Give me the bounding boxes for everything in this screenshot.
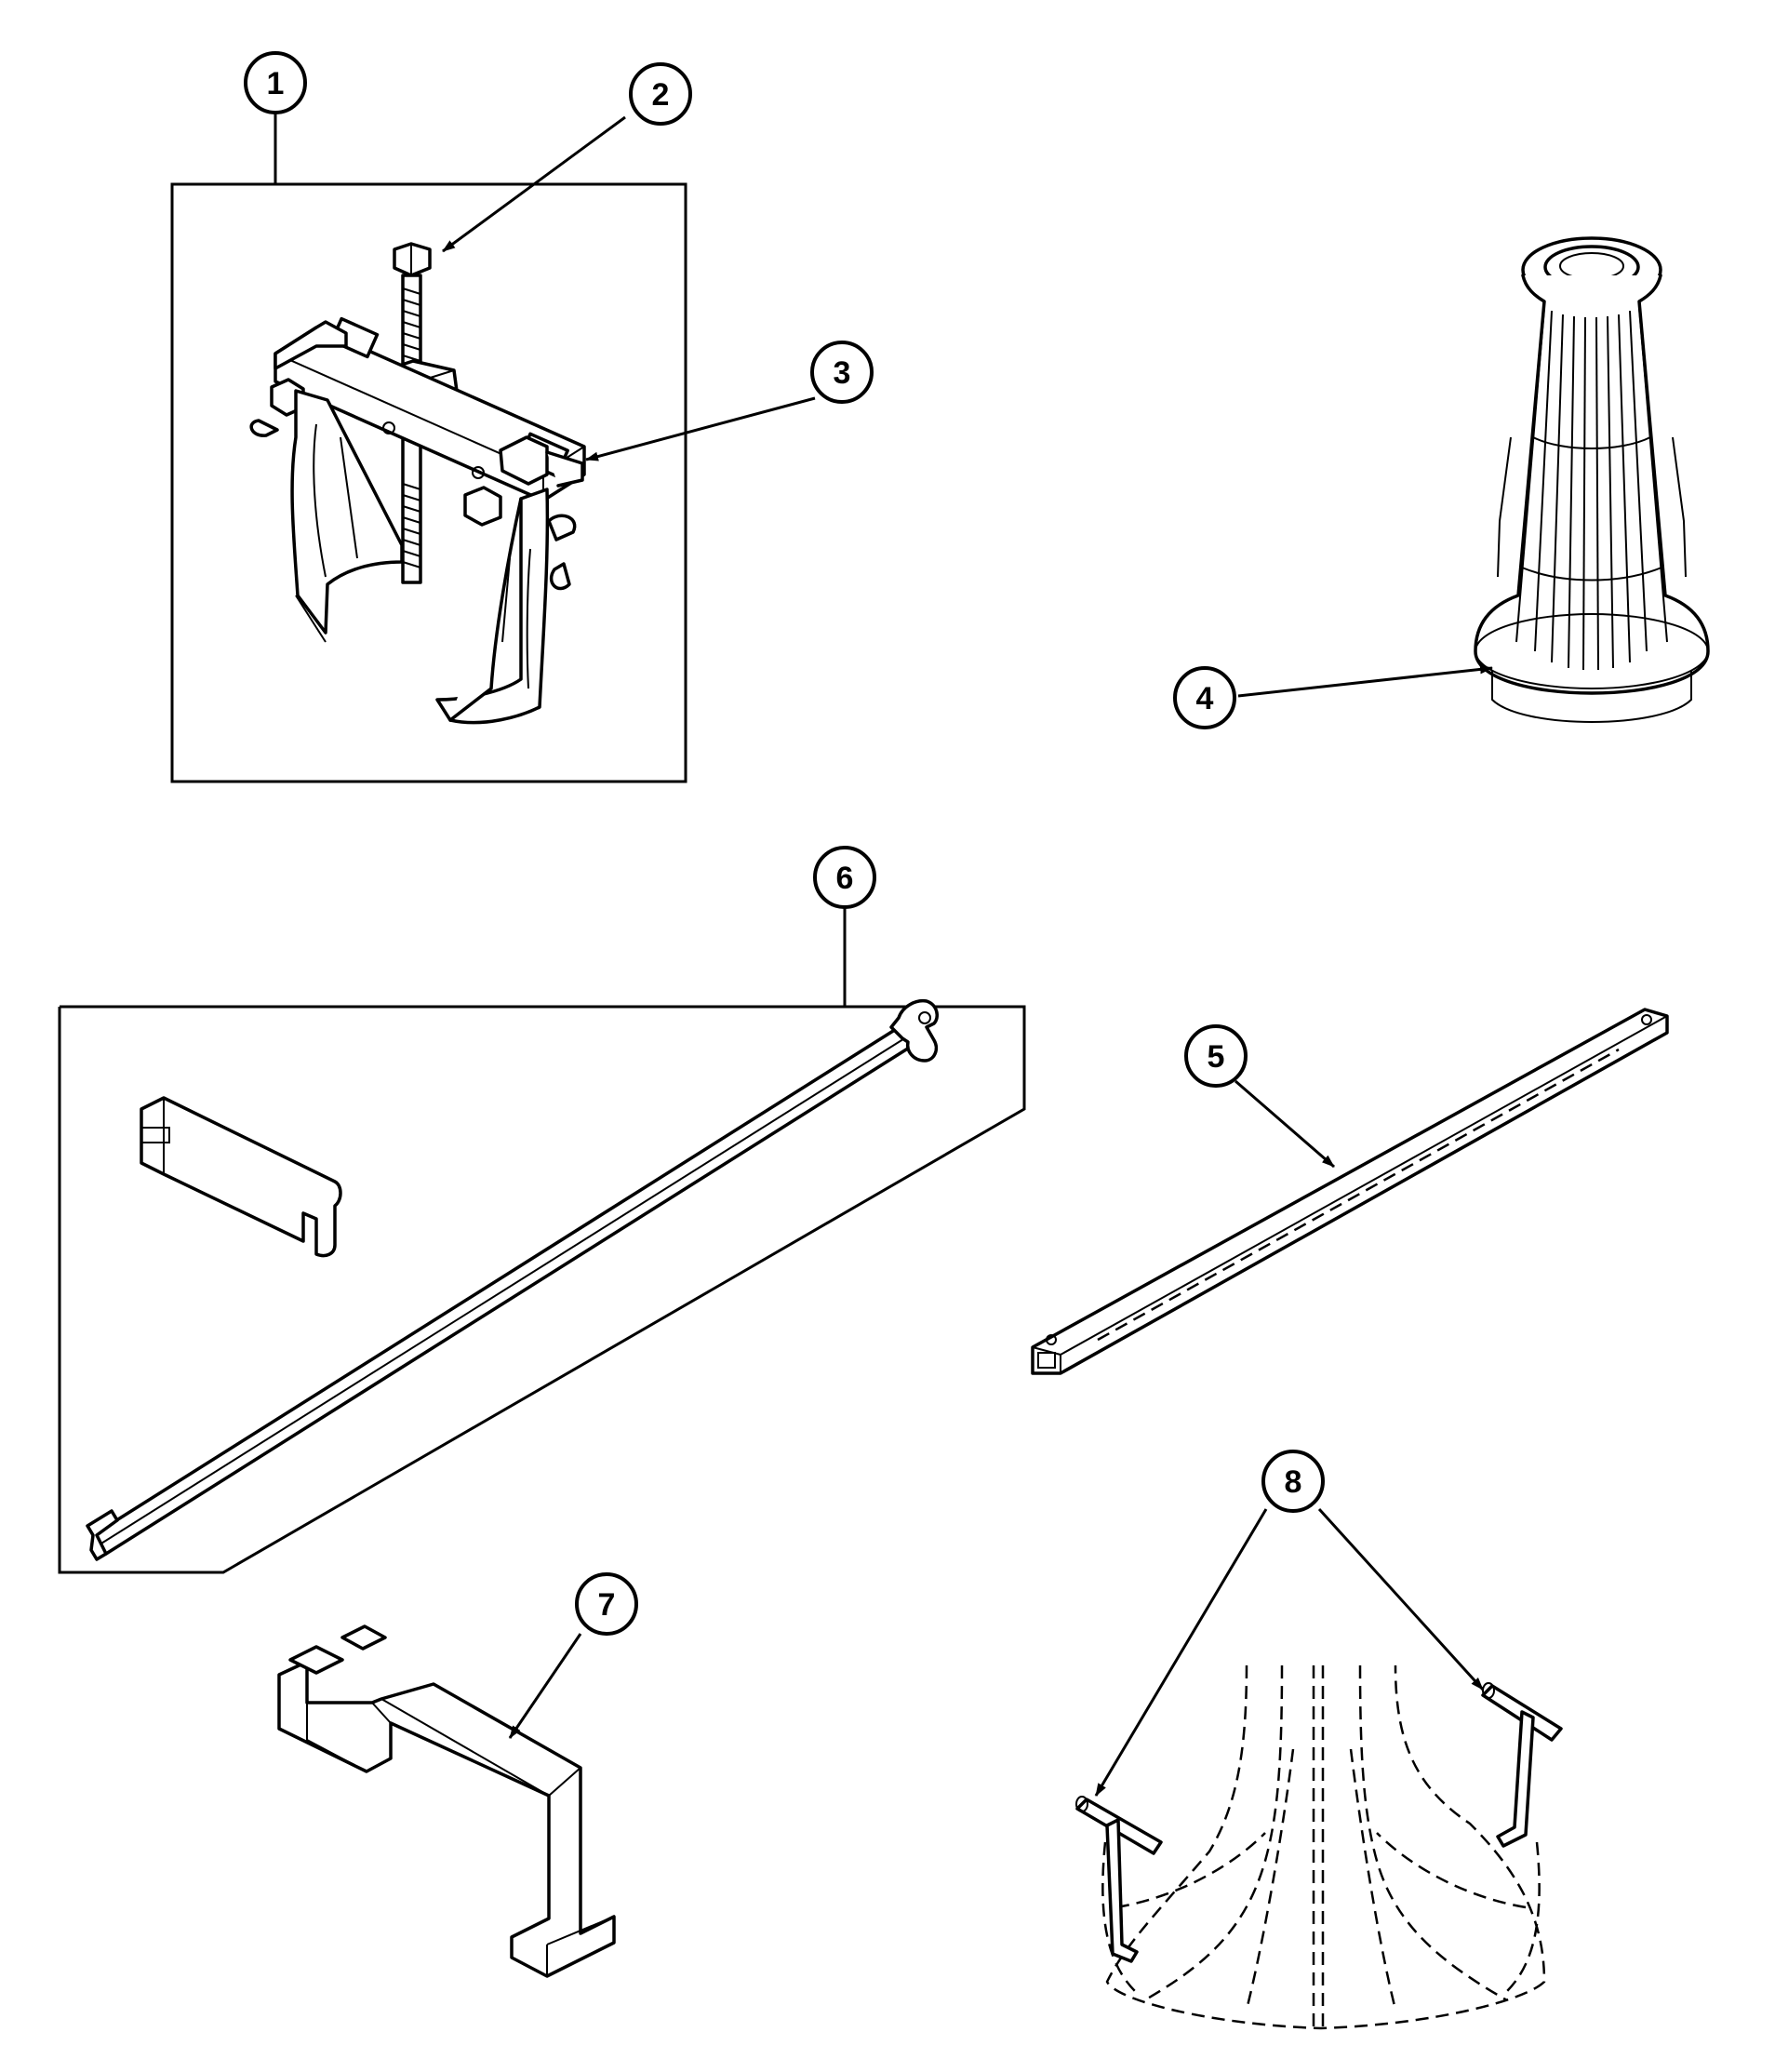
callout-4-leader — [1237, 664, 1493, 698]
callout-7: 7 — [575, 1572, 638, 1636]
callout-3-leader — [585, 396, 816, 461]
callout-3-label: 3 — [834, 355, 851, 391]
callout-1-label: 1 — [267, 66, 285, 101]
puller-jaw-icon — [435, 435, 584, 725]
callout-7-leader — [508, 1633, 582, 1739]
callout-6-label: 6 — [836, 861, 854, 896]
gear-puller-kit-icon — [249, 242, 586, 725]
callout-8-leader-right — [1317, 1507, 1485, 1691]
kit-1-frame — [170, 182, 687, 783]
callout-2-leader — [442, 115, 626, 253]
spindle-tool-icon — [1474, 236, 1710, 723]
callout-7-label: 7 — [598, 1587, 616, 1623]
kit-6-frame — [58, 1005, 1026, 1574]
callout-1: 1 — [244, 51, 307, 114]
callout-3: 3 — [810, 341, 874, 404]
callout-2-label: 2 — [652, 77, 670, 113]
callout-5-label: 5 — [1208, 1039, 1225, 1075]
callout-8-label: 8 — [1285, 1464, 1302, 1500]
callout-4: 4 — [1173, 666, 1236, 729]
callout-5: 5 — [1184, 1024, 1248, 1088]
spanner-wrench-kit-icon — [86, 998, 940, 1561]
callout-6: 6 — [813, 846, 876, 909]
t-pin-tool-icon — [1075, 1664, 1563, 2030]
callout-2: 2 — [629, 62, 692, 126]
callout-8-leader-left — [1094, 1508, 1268, 1797]
callout-8: 8 — [1261, 1450, 1325, 1513]
square-bar-tool-icon — [1031, 1008, 1669, 1375]
callout-5-leader — [1234, 1079, 1335, 1169]
callout-4-label: 4 — [1196, 681, 1214, 716]
bracket-tool-icon — [277, 1624, 616, 1978]
